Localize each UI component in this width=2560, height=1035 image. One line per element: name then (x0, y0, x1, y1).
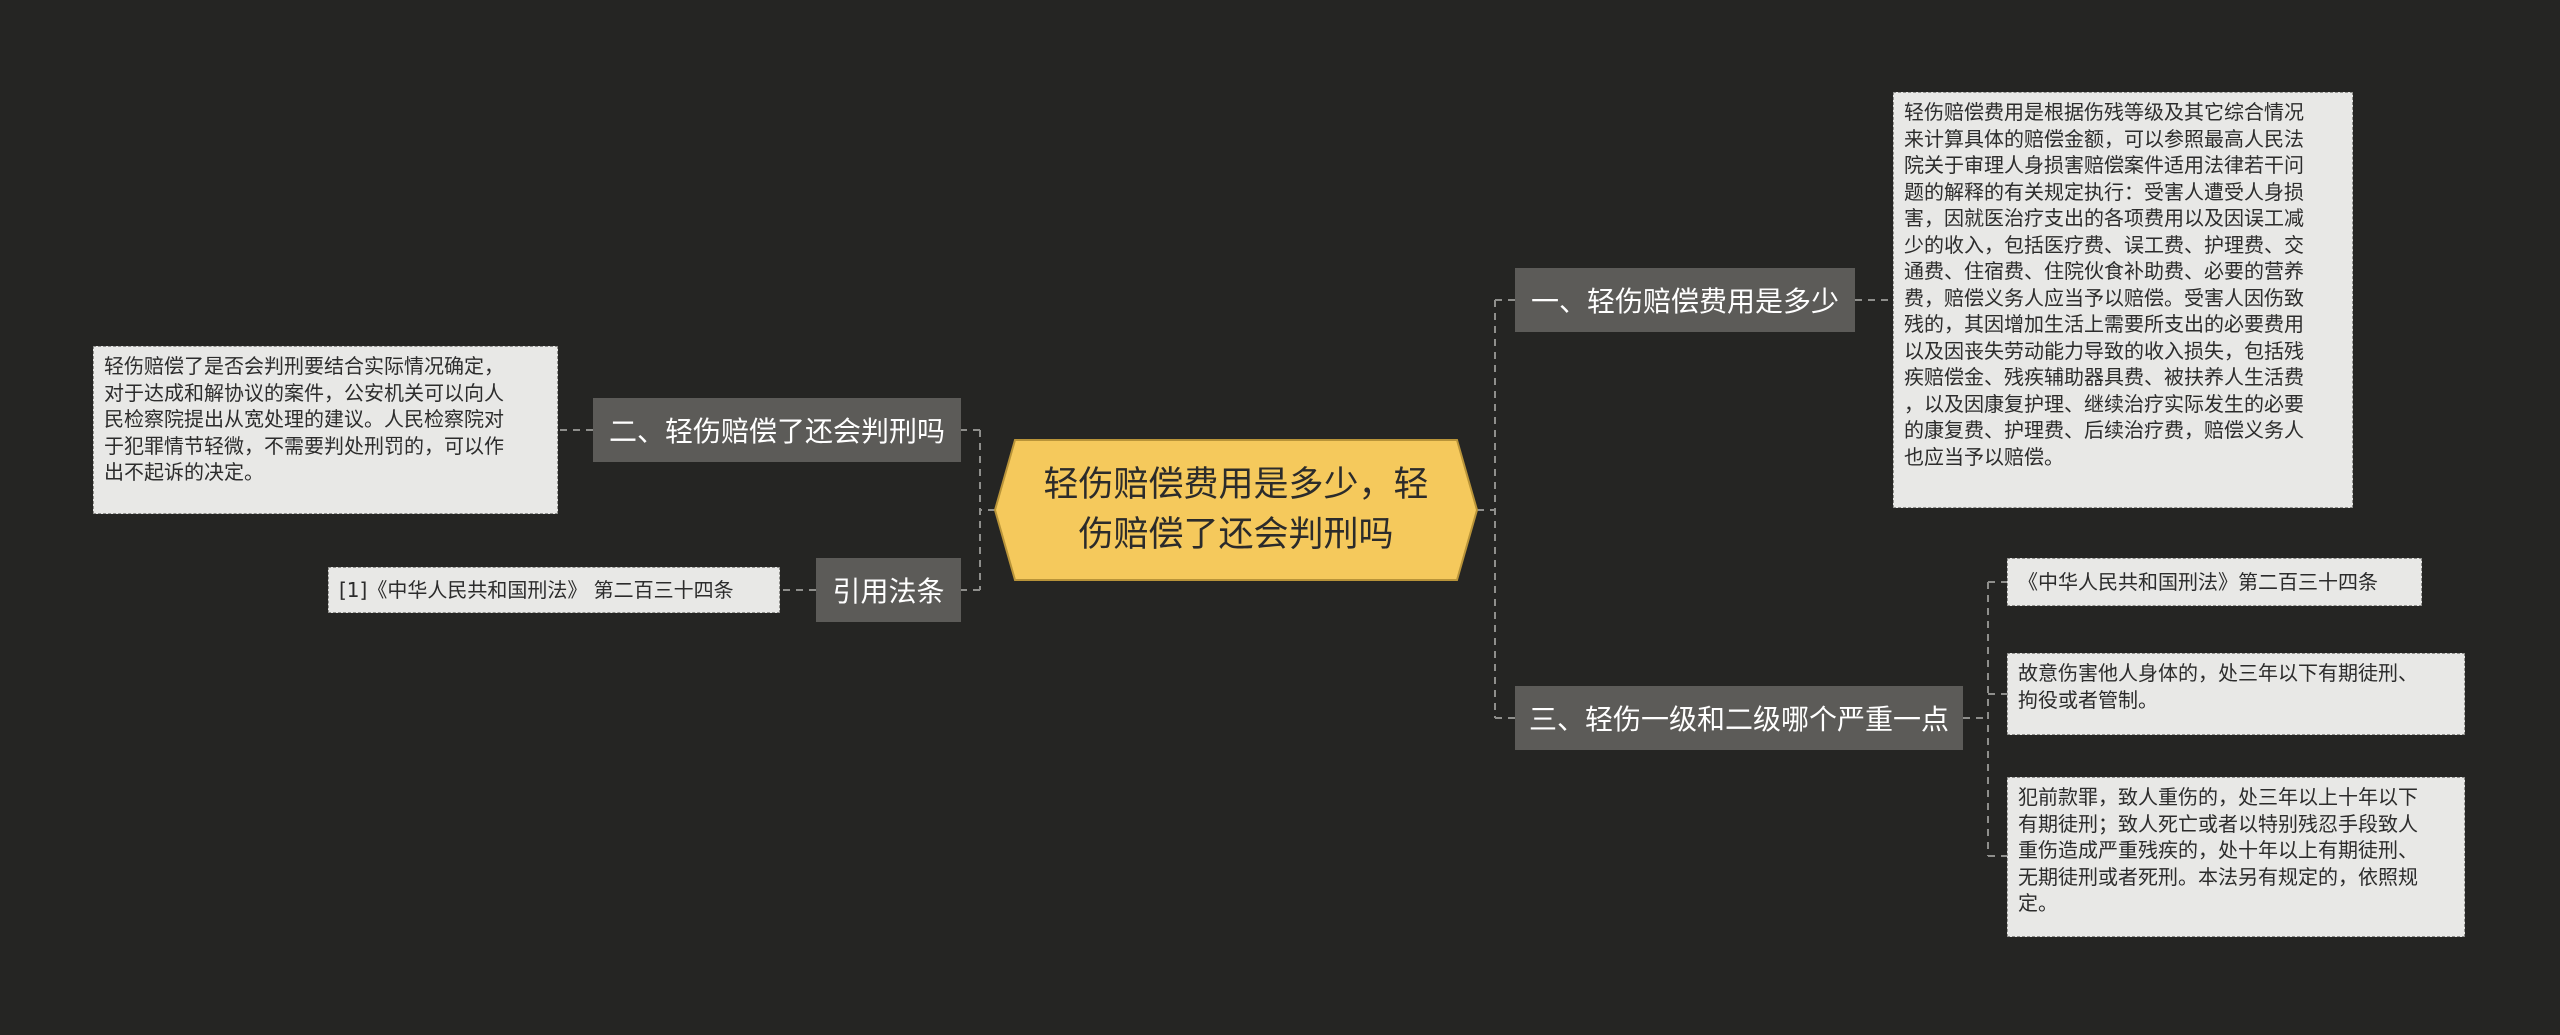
branch-three-label: 三、轻伤一级和二级哪个严重一点 (1528, 703, 1949, 736)
center-topic-text: 轻伤赔偿费用是多少，轻伤赔偿了还会判刑吗 (1043, 465, 1429, 555)
branch-cite-label: 引用法条 (832, 575, 945, 608)
leaf-two-explanation: 轻伤赔偿了是否会判刑要结合实际情况确定， 对于达成和解协议的案件，公安机关可以向… (93, 346, 558, 514)
center-node-shape (993, 439, 1479, 581)
branch-cite[interactable]: 引用法条 (816, 558, 961, 622)
leaf-three-article-para2: 犯前款罪，致人重伤的，处三年以上十年以下 有期徒刑；致人死亡或者以特别残忍手段致… (2007, 777, 2465, 937)
branch-one-label: 一、轻伤赔偿费用是多少 (1530, 285, 1839, 318)
branch-three[interactable]: 三、轻伤一级和二级哪个严重一点 (1515, 686, 1963, 750)
branch-two[interactable]: 二、轻伤赔偿了还会判刑吗 (593, 398, 961, 462)
connector-lines (558, 299, 2007, 857)
connector-three-leaves (1963, 581, 2007, 857)
connector-right-trunk (1477, 299, 1515, 719)
connector-left-trunk (961, 429, 995, 591)
leaf-three-law-title: 《中华人民共和国刑法》第二百三十四条 (2007, 558, 2422, 606)
branch-two-label: 二、轻伤赔偿了还会判刑吗 (608, 415, 945, 448)
center-topic[interactable]: 轻伤赔偿费用是多少，轻伤赔偿了还会判刑吗 (995, 440, 1477, 580)
leaf-one-explanation: 轻伤赔偿费用是根据伤残等级及其它综合情况 来计算具体的赔偿金额，可以参照最高人民… (1893, 92, 2353, 508)
leaf-three-article-para1: 故意伤害他人身体的，处三年以下有期徒刑、 拘役或者管制。 (2007, 653, 2465, 735)
leaf-cite-reference: [1]《中华人民共和国刑法》 第二百三十四条 (328, 567, 780, 613)
branch-one[interactable]: 一、轻伤赔偿费用是多少 (1515, 268, 1855, 332)
